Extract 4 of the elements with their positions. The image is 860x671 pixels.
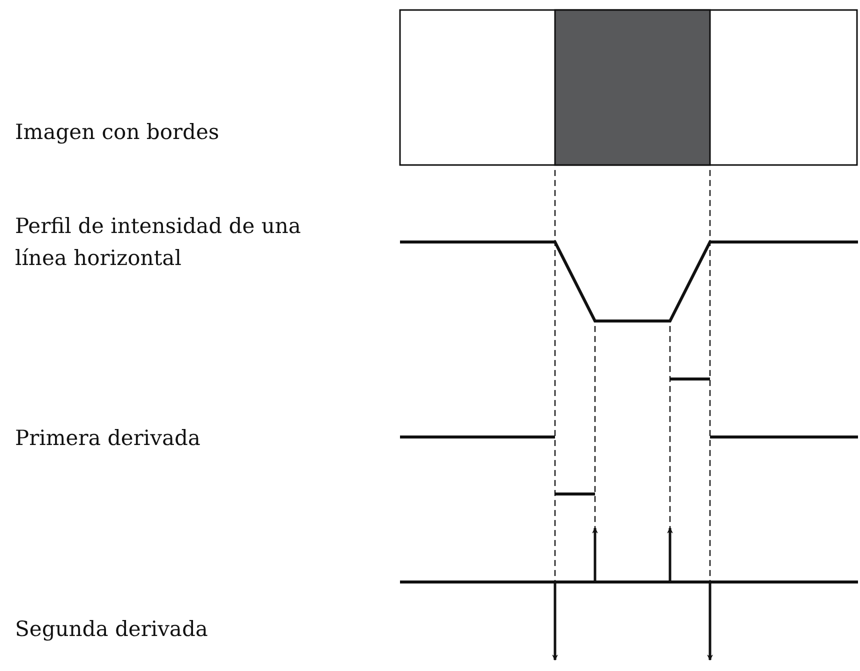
row-label: Perfil de intensidad de una línea horizontal <box>15 213 302 272</box>
row-label: Primera derivada <box>15 425 202 452</box>
row-label: Imagen con bordes <box>15 119 220 146</box>
row-label: Segunda derivada <box>15 616 209 643</box>
